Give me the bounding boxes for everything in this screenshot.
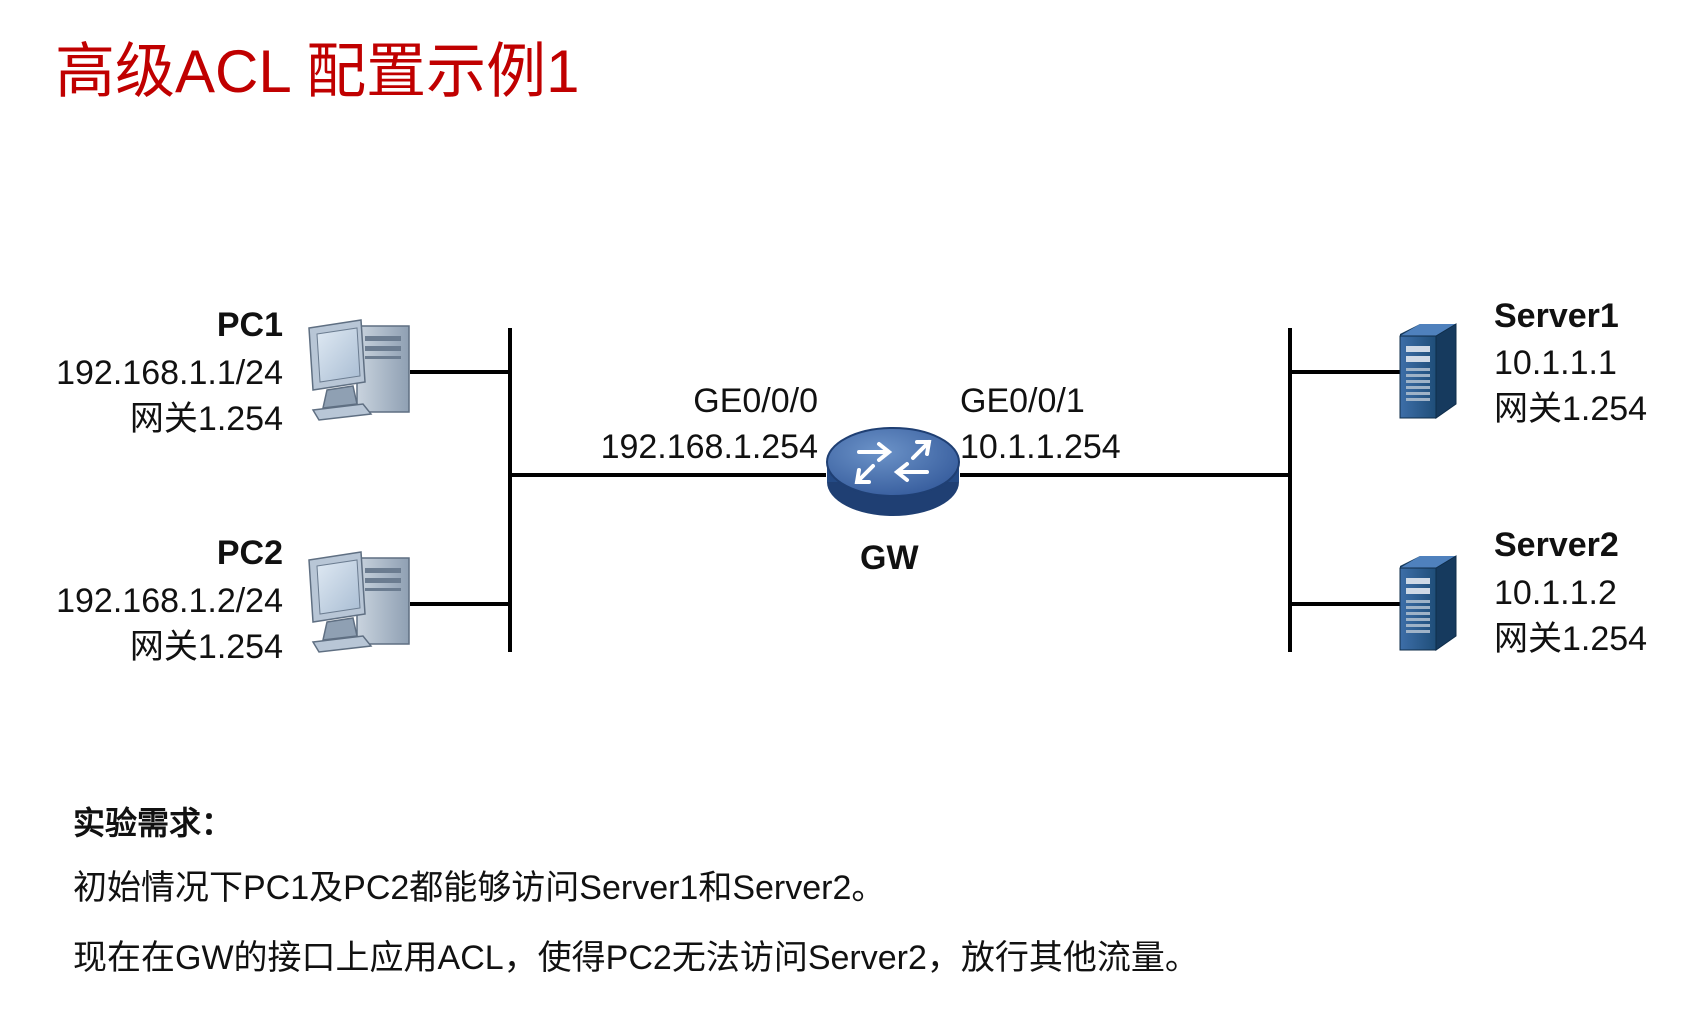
server2-name: Server2 xyxy=(1494,526,1619,564)
pc1-name: PC1 xyxy=(216,306,283,344)
server2-ip: 10.1.1.2 xyxy=(1494,574,1617,612)
page-title: 高级ACL 配置示例1 xyxy=(55,38,580,105)
pc2-gateway: 网关1.254 xyxy=(129,628,283,666)
requirement-line: 现在在GW的接口上应用ACL，使得PC2无法访问Server2，放行其他流量。 xyxy=(73,939,1199,977)
server1-ip: 10.1.1.1 xyxy=(1494,344,1617,382)
pc1-gateway: 网关1.254 xyxy=(129,400,283,438)
gw-right-ip: 10.1.1.254 xyxy=(960,428,1121,466)
gw-right-interface: GE0/0/1 xyxy=(960,382,1085,420)
server-icon xyxy=(1399,555,1457,651)
pc1-ip: 192.168.1.1/24 xyxy=(56,354,283,392)
pc-icon xyxy=(308,319,410,421)
requirements-title: 实验需求： xyxy=(73,805,234,841)
server1-name: Server1 xyxy=(1494,297,1619,335)
pc2-name: PC2 xyxy=(216,534,283,572)
gw-left-interface: GE0/0/0 xyxy=(693,382,818,420)
server1-gateway: 网关1.254 xyxy=(1494,390,1648,428)
gw-name: GW xyxy=(860,539,919,577)
pc-icon xyxy=(308,551,410,653)
gw-left-ip: 192.168.1.254 xyxy=(600,428,818,466)
requirement-line: 初始情况下PC1及PC2都能够访问Server1和Server2。 xyxy=(73,869,886,907)
pc2-ip: 192.168.1.2/24 xyxy=(56,582,283,620)
server-icon xyxy=(1399,323,1457,419)
router-icon xyxy=(826,427,960,516)
server2-gateway: 网关1.254 xyxy=(1494,620,1648,658)
